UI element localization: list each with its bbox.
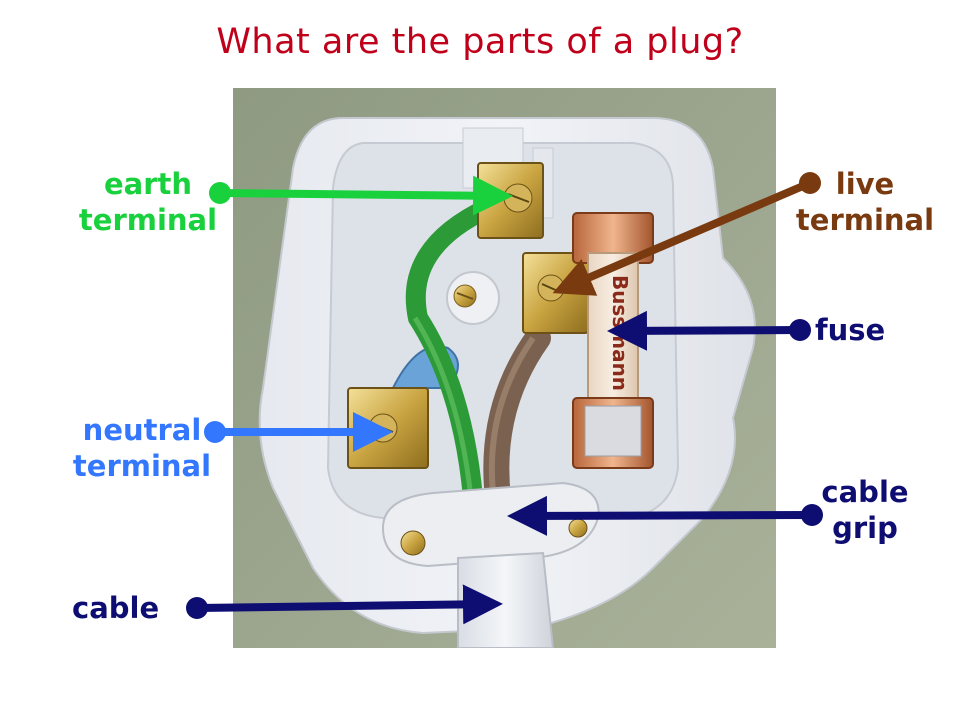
label-cable-grip: cable grip [805,474,925,546]
cable-arrow [186,584,503,625]
earth-terminal-arrow [209,175,513,216]
label-fuse-line1: fuse [815,313,886,347]
label-cable-grip-line1: cable [821,475,909,509]
label-cable: cable [72,590,182,626]
label-earth-terminal: earth terminal [68,166,228,238]
label-earth-line1: earth [103,167,193,201]
live-terminal-arrow [552,172,821,296]
label-cable-grip-line2: grip [832,511,898,545]
label-cable-line1: cable [72,591,160,625]
neutral-terminal-arrow [204,412,393,452]
plug-photo: Bussmann [233,88,776,648]
label-earth-line2: terminal [78,203,218,237]
label-neutral-terminal: neutral terminal [62,412,222,484]
label-live-terminal: live terminal [785,166,945,238]
label-fuse: fuse [815,312,915,348]
label-live-line1: live [835,167,895,201]
label-live-line2: terminal [795,203,935,237]
page-title: What are the parts of a plug? [216,22,744,62]
label-neutral-line1: neutral [82,413,202,447]
fuse-arrow [607,310,811,351]
cable-grip-arrow [507,495,823,536]
label-neutral-line2: terminal [72,449,212,483]
